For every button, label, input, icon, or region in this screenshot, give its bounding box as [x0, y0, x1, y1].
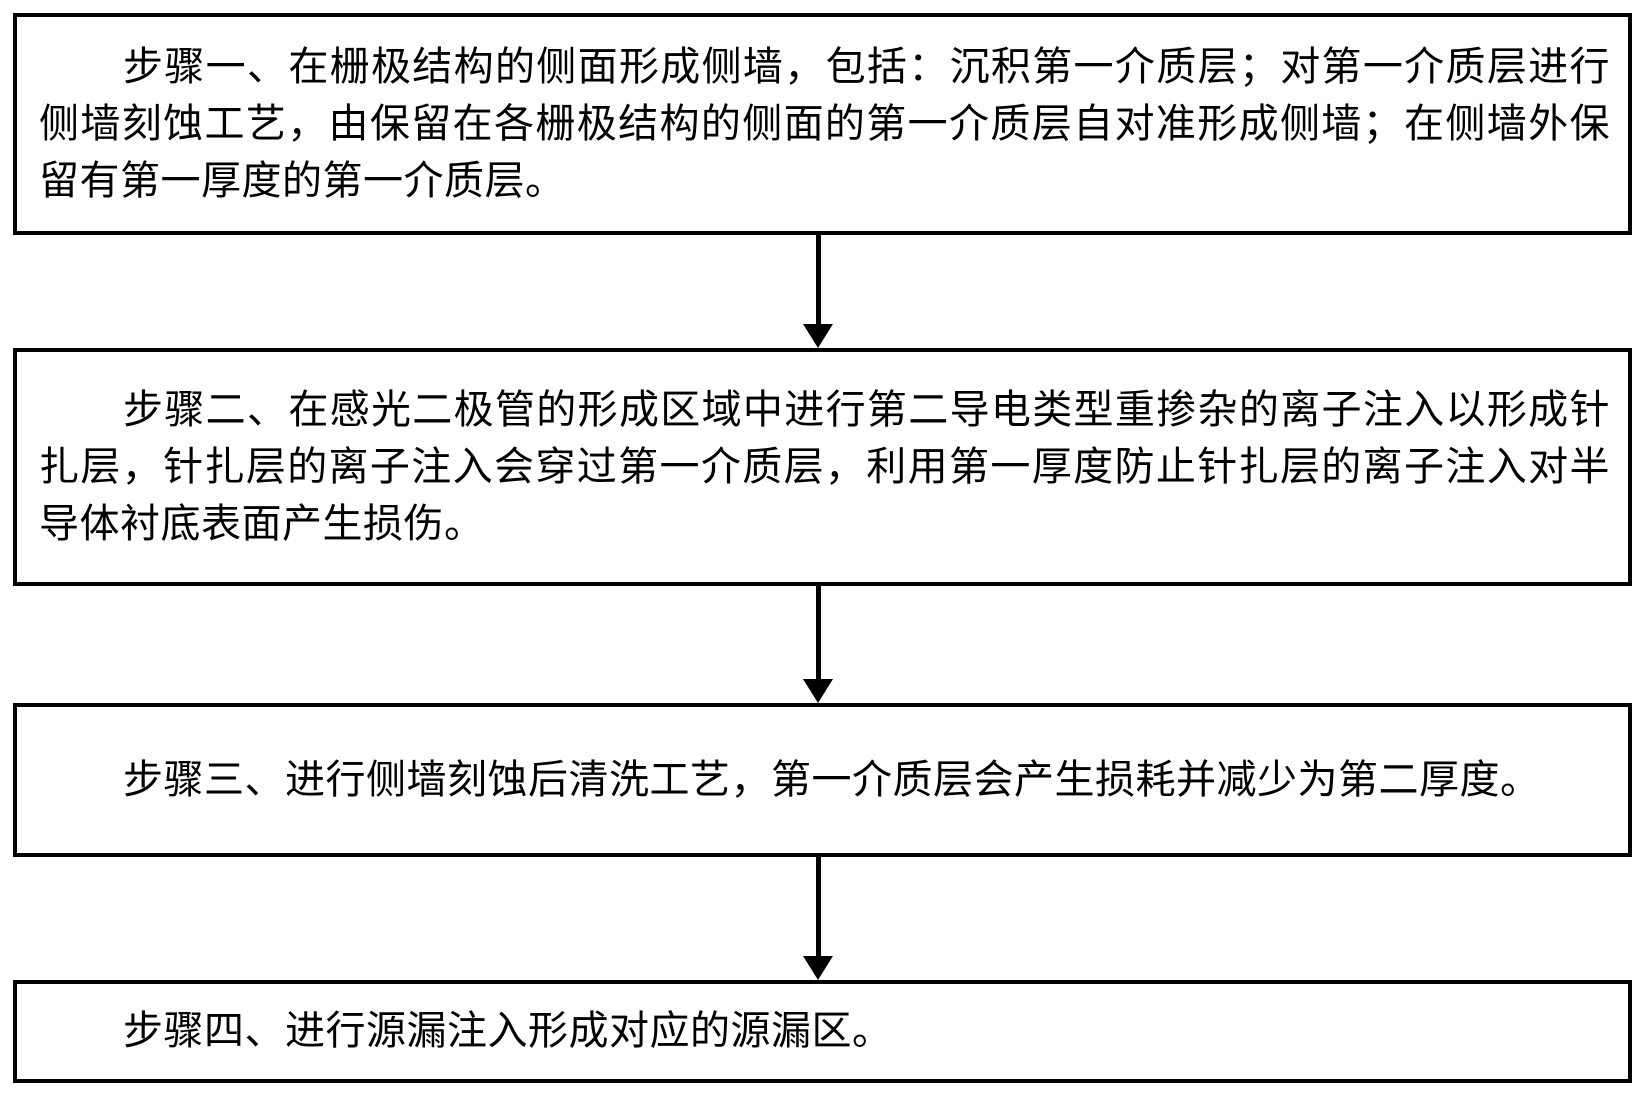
step-1-text: 步骤一、在栅极结构的侧面形成侧墙，包括：沉积第一介质层；对第一介质层进行侧墙刻蚀…: [39, 43, 1610, 204]
connector-step3-to-step4: [801, 857, 835, 980]
down-arrow-icon: [803, 679, 833, 703]
down-arrow-icon: [803, 324, 833, 348]
flowchart-step-box-1: 步骤一、在栅极结构的侧面形成侧墙，包括：沉积第一介质层；对第一介质层进行侧墙刻蚀…: [13, 13, 1632, 235]
flowchart-step-box-2: 步骤二、在感光二极管的形成区域中进行第二导电类型重掺杂的离子注入以形成针扎层，针…: [13, 348, 1632, 586]
down-arrow-icon: [803, 956, 833, 980]
connector-step1-to-step2: [801, 235, 835, 348]
step-4-text: 步骤四、进行源漏注入形成对应的源漏区。: [123, 1008, 893, 1054]
step-3-text: 步骤三、进行侧墙刻蚀后清洗工艺，第一介质层会产生损耗并减少为第二厚度。: [123, 756, 1541, 803]
flowchart-step-box-3: 步骤三、进行侧墙刻蚀后清洗工艺，第一介质层会产生损耗并减少为第二厚度。: [13, 703, 1632, 857]
connector-line: [816, 586, 821, 679]
connector-step2-to-step3: [801, 586, 835, 703]
connector-line: [816, 235, 821, 324]
flowchart-step-box-4: 步骤四、进行源漏注入形成对应的源漏区。: [13, 980, 1632, 1083]
step-2-text: 步骤二、在感光二极管的形成区域中进行第二导电类型重掺杂的离子注入以形成针扎层，针…: [39, 386, 1610, 547]
connector-line: [816, 857, 821, 956]
